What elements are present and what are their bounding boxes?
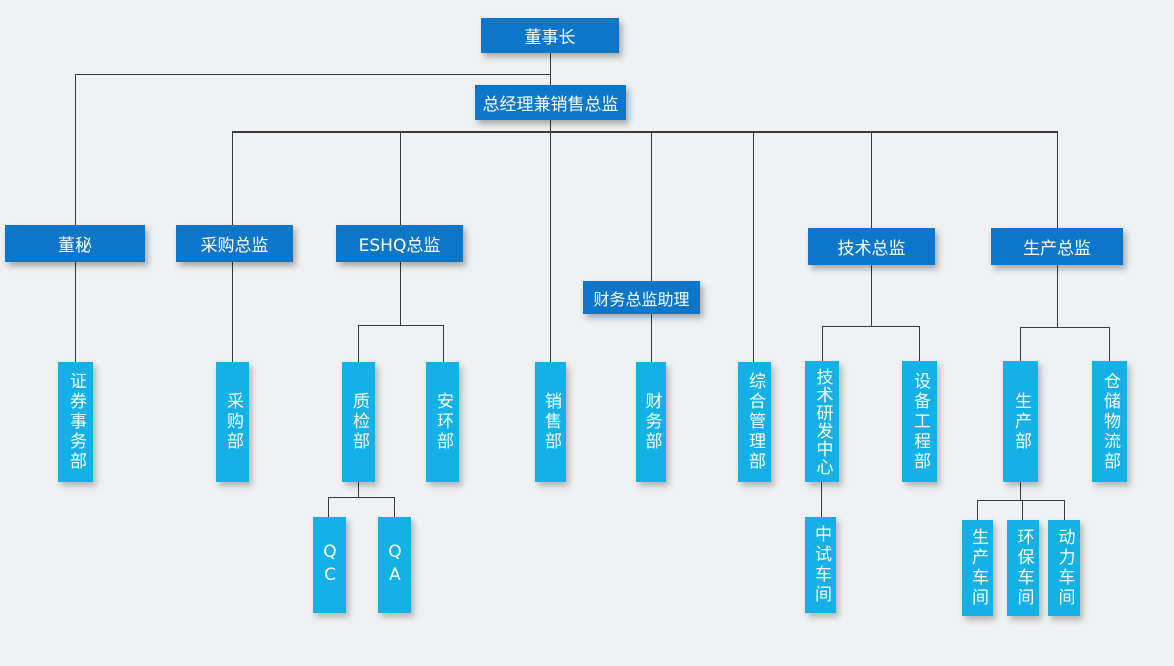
org-node-production-dept[interactable]: 生产部 bbox=[1003, 361, 1038, 482]
org-node-procurement-director[interactable]: 采购总监 bbox=[176, 225, 293, 262]
org-node-tech-director[interactable]: 技术总监 bbox=[808, 228, 935, 265]
connector-line bbox=[550, 53, 551, 85]
connector-line bbox=[550, 120, 551, 362]
connector-line bbox=[651, 131, 652, 281]
org-node-securities-dept[interactable]: 证券事务部 bbox=[58, 362, 93, 482]
connector-line bbox=[358, 325, 444, 326]
connector-line bbox=[232, 262, 233, 362]
org-node-finance-dept[interactable]: 财务部 bbox=[636, 362, 666, 482]
org-node-eshq-director[interactable]: ESHQ总监 bbox=[336, 225, 463, 262]
connector-line bbox=[1064, 500, 1065, 520]
org-node-equipment-eng-dept[interactable]: 设备工程部 bbox=[902, 361, 937, 482]
org-node-power-workshop[interactable]: 动力车间 bbox=[1048, 520, 1080, 616]
connector-line bbox=[443, 325, 444, 362]
connector-line bbox=[1057, 131, 1058, 228]
connector-line bbox=[753, 131, 754, 362]
connector-line bbox=[232, 131, 1058, 133]
org-node-tech-rd-center[interactable]: 技术研发中心 bbox=[805, 361, 839, 482]
org-node-general-manager[interactable]: 总经理兼销售总监 bbox=[475, 85, 626, 120]
org-node-env-protection-workshop[interactable]: 环保车间 bbox=[1007, 520, 1039, 616]
connector-line bbox=[651, 314, 652, 362]
connector-line bbox=[394, 497, 395, 517]
org-node-production-workshop[interactable]: 生产车间 bbox=[962, 520, 993, 616]
org-node-production-director[interactable]: 生产总监 bbox=[991, 228, 1123, 265]
connector-line bbox=[1057, 265, 1058, 327]
connector-line bbox=[358, 482, 359, 497]
connector-line bbox=[822, 326, 920, 327]
org-node-sales-dept[interactable]: 销售部 bbox=[535, 362, 566, 482]
connector-line bbox=[400, 262, 401, 325]
connector-line bbox=[1020, 327, 1021, 362]
connector-line bbox=[75, 262, 76, 362]
org-node-warehouse-logistics-dept[interactable]: 仓储物流部 bbox=[1092, 361, 1127, 482]
org-node-pilot-workshop[interactable]: 中试车间 bbox=[805, 517, 836, 613]
connector-line bbox=[1022, 500, 1023, 520]
connector-line bbox=[977, 500, 978, 520]
org-node-finance-director-assistant[interactable]: 财务总监助理 bbox=[583, 281, 700, 314]
connector-line bbox=[1020, 482, 1021, 500]
org-node-chairman[interactable]: 董事长 bbox=[481, 18, 619, 53]
org-node-general-mgmt-dept[interactable]: 综合管理部 bbox=[738, 362, 771, 482]
connector-line bbox=[400, 131, 401, 225]
connector-line bbox=[328, 497, 329, 517]
org-node-qc[interactable]: QC bbox=[313, 517, 346, 613]
connector-line bbox=[1109, 327, 1110, 362]
connector-line bbox=[822, 326, 823, 362]
org-node-safety-env-dept[interactable]: 安环部 bbox=[426, 362, 459, 482]
connector-line bbox=[232, 131, 233, 225]
org-node-quality-dept[interactable]: 质检部 bbox=[342, 362, 375, 482]
connector-line bbox=[328, 497, 395, 498]
connector-line bbox=[75, 74, 76, 225]
org-node-board-secretary[interactable]: 董秘 bbox=[5, 225, 145, 262]
connector-line bbox=[358, 325, 359, 362]
org-node-qa[interactable]: QA bbox=[378, 517, 411, 613]
connector-line bbox=[871, 131, 872, 228]
connector-line bbox=[821, 482, 822, 517]
connector-line bbox=[977, 500, 1065, 501]
connector-line bbox=[871, 265, 872, 326]
connector-line bbox=[75, 74, 551, 75]
connector-line bbox=[1020, 327, 1110, 328]
connector-line bbox=[919, 326, 920, 362]
org-node-procurement-dept[interactable]: 采购部 bbox=[216, 362, 249, 482]
